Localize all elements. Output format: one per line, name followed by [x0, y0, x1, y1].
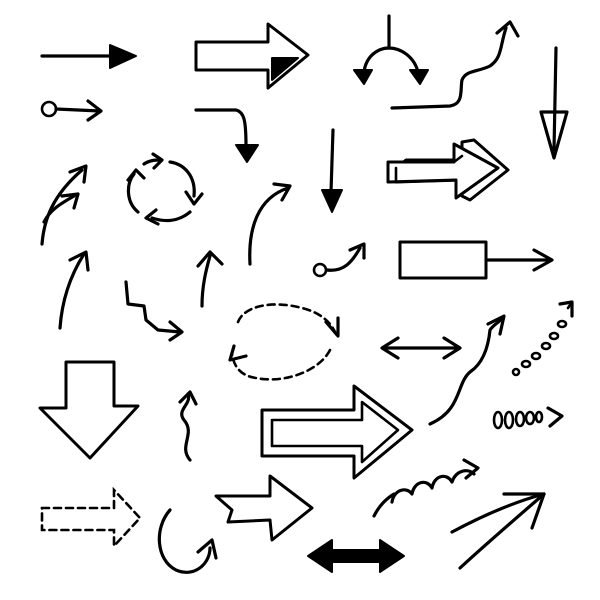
dotted-trail-arrow-icon — [511, 300, 574, 377]
curved-up-arrow-icon — [196, 250, 224, 308]
long-diagonal-arrow-icon — [450, 492, 546, 570]
scalloped-arrow-icon — [372, 458, 480, 518]
dashed-loop-arrow-icon — [228, 303, 340, 381]
cycle-arrows-icon — [126, 152, 204, 226]
wavy-rising-arrow-icon — [428, 314, 506, 426]
wavy-up-arrow-icon — [390, 20, 520, 110]
long-down-arrow-icon — [539, 46, 569, 160]
3d-block-arrow-icon — [386, 138, 510, 202]
bent-down-arrow-icon — [194, 108, 259, 163]
block-arrow-icon — [214, 474, 314, 542]
curved-up-arrow-icon — [248, 182, 292, 266]
oval-trail-arrow-icon — [492, 406, 564, 430]
straight-arrow-icon — [40, 44, 137, 69]
block-arrow-icon — [194, 22, 310, 90]
double-headed-arrow-icon — [380, 336, 462, 360]
curved-up-arrow-icon — [58, 250, 90, 330]
bold-double-arrow-icon — [307, 539, 405, 573]
big-down-block-arrow-icon — [38, 360, 140, 460]
outlined-block-arrow-icon — [260, 384, 414, 480]
zigzag-arrow-icon — [124, 280, 184, 342]
box-tail-arrow-icon — [398, 240, 554, 280]
circle-curve-arrow-icon — [312, 242, 366, 278]
squiggle-up-arrow-icon — [178, 390, 198, 462]
double-curve-arrow-icon — [40, 164, 88, 246]
down-arrow-icon — [321, 128, 343, 213]
dashed-block-arrow-icon — [40, 486, 142, 550]
split-arrow-icon — [353, 14, 429, 85]
hook-arrow-icon — [157, 508, 218, 574]
circle-tail-arrow-icon — [40, 99, 103, 122]
